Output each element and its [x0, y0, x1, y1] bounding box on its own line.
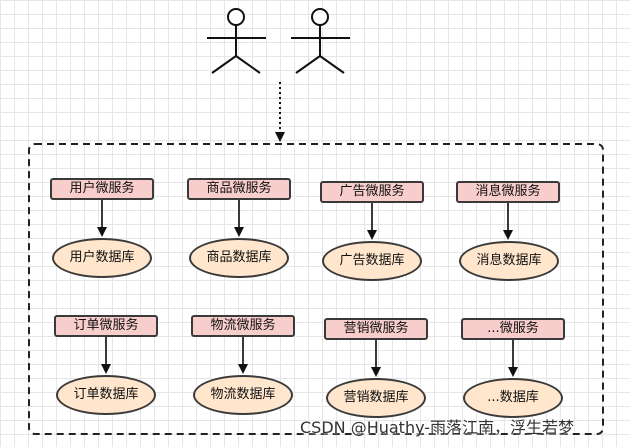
database-ellipse: ...数据库 — [463, 378, 563, 418]
microservice-box: 营销微服务 — [324, 318, 428, 340]
actor-user-1 — [207, 8, 266, 74]
database-ellipse: 订单数据库 — [56, 375, 156, 415]
microservice-box: ...微服务 — [461, 318, 565, 340]
microservice-container — [28, 143, 604, 435]
database-ellipse: 物流数据库 — [193, 375, 293, 415]
microservice-box: 用户微服务 — [50, 178, 154, 200]
database-ellipse: 广告数据库 — [322, 241, 422, 281]
microservice-box: 消息微服务 — [456, 181, 560, 203]
database-ellipse: 消息数据库 — [459, 241, 559, 281]
connector-arrow — [97, 200, 107, 237]
connector-arrow — [101, 337, 111, 374]
connector-arrow — [367, 203, 377, 240]
service-db-connectors — [97, 200, 518, 377]
connector-arrow — [238, 337, 248, 374]
microservice-box: 物流微服务 — [191, 315, 295, 337]
microservice-box: 订单微服务 — [54, 315, 158, 337]
database-ellipse: 商品数据库 — [189, 238, 289, 278]
database-ellipse: 营销数据库 — [326, 378, 426, 418]
microservice-box: 商品微服务 — [187, 178, 291, 200]
connector-arrow — [234, 200, 244, 237]
microservice-box: 广告微服务 — [320, 181, 424, 203]
connector-arrow — [503, 203, 513, 240]
actor-user-2 — [291, 8, 350, 74]
database-ellipse: 用户数据库 — [52, 238, 152, 278]
watermark: CSDN @Huathy-雨落江南，浮生若梦 — [300, 418, 575, 437]
connector-arrow — [508, 340, 518, 377]
request-arrow-head — [275, 132, 285, 142]
connector-arrow — [371, 340, 381, 377]
